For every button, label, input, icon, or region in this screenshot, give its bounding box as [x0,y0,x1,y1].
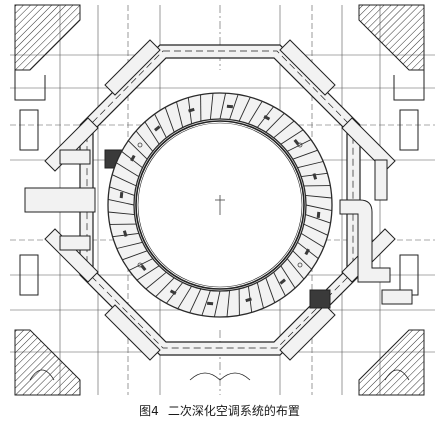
corner-branch-ducts [44,39,396,361]
figure-title: 二次深化空调系统的布置 [167,404,300,418]
ring-segment-divider [189,288,202,313]
ring-diffuser [154,125,161,132]
ring-segment-divider [305,214,331,224]
ring-segment-divider [135,130,154,152]
ring-segment-divider [109,186,135,196]
ring-segment-divider [265,112,285,133]
ring-segment-divider [136,265,160,281]
ring-segment-divider [292,149,318,160]
bottom-arches [29,369,410,381]
inner-hall-outline [135,120,305,290]
ring-segment-divider [292,250,313,270]
ring-segment-divider [155,277,175,298]
ring-diffuser [119,191,124,199]
ring-segment-divider [154,113,167,139]
ring-segment-divider [273,120,295,139]
ring-segment-divider [201,290,211,316]
hvac-layout-drawing [10,4,435,396]
ring-segment-divider [300,233,324,248]
ring-diffuser [279,278,286,285]
ring-segment-divider [273,271,286,297]
ring-diffuser [122,230,128,237]
ring-segment-divider [209,93,214,120]
ring-segment-divider [108,211,135,216]
ring-segment-divider [305,204,332,212]
outer-duct-centerline [86,50,354,349]
ring-segment-divider [286,139,312,152]
ring-segment-divider [238,97,251,122]
ring-segment-divider [145,271,167,290]
ring-segment-divider [176,101,184,128]
ring-diffuser [130,154,136,162]
figure-label: 图4 [139,404,159,418]
ring-segment-divider [280,265,296,289]
ring-diffuser [188,107,195,113]
ring-segment-divider [144,121,160,145]
right-side-ducts [309,159,413,309]
ring-segment-divider [116,241,143,249]
ring-segment-divider [164,107,175,133]
ring-diffuser [226,104,234,109]
ring-segment-divider [286,258,305,280]
ring-segment-divider [116,162,140,177]
ring-segment-divider [297,161,324,169]
ring-segment-divider [229,94,239,120]
ring-segment-divider [265,277,276,303]
ring-segment-divider [248,101,263,125]
ring-segment-divider [122,250,148,261]
ring-diffuser [316,211,321,219]
interior-marks [137,142,303,268]
ring-diffuser [206,301,214,306]
ring-diffuser [263,115,271,121]
ring-segment-divider [127,140,148,160]
figure-caption: 图4 二次深化空调系统的布置 [0,401,439,421]
ring-segment-divider [128,258,154,271]
ring-diffuser [312,173,318,180]
ring-segment-divider [219,93,227,120]
ring-diffuser [245,297,252,303]
ring-segment-divider [213,290,221,317]
ring-segment-divider [112,174,137,187]
ring-segment-divider [256,282,264,309]
ring-diffuser [169,289,177,295]
ring-segment-divider [226,290,231,317]
ring-segment-divider [280,129,304,145]
ring-segment-divider [305,194,332,199]
ring-diffuser [304,248,310,256]
ring-segment-divider [303,223,328,236]
left-ahu-ducts [24,149,124,251]
ring-segment-divider [108,198,135,206]
ring-segment-divider [177,285,192,309]
